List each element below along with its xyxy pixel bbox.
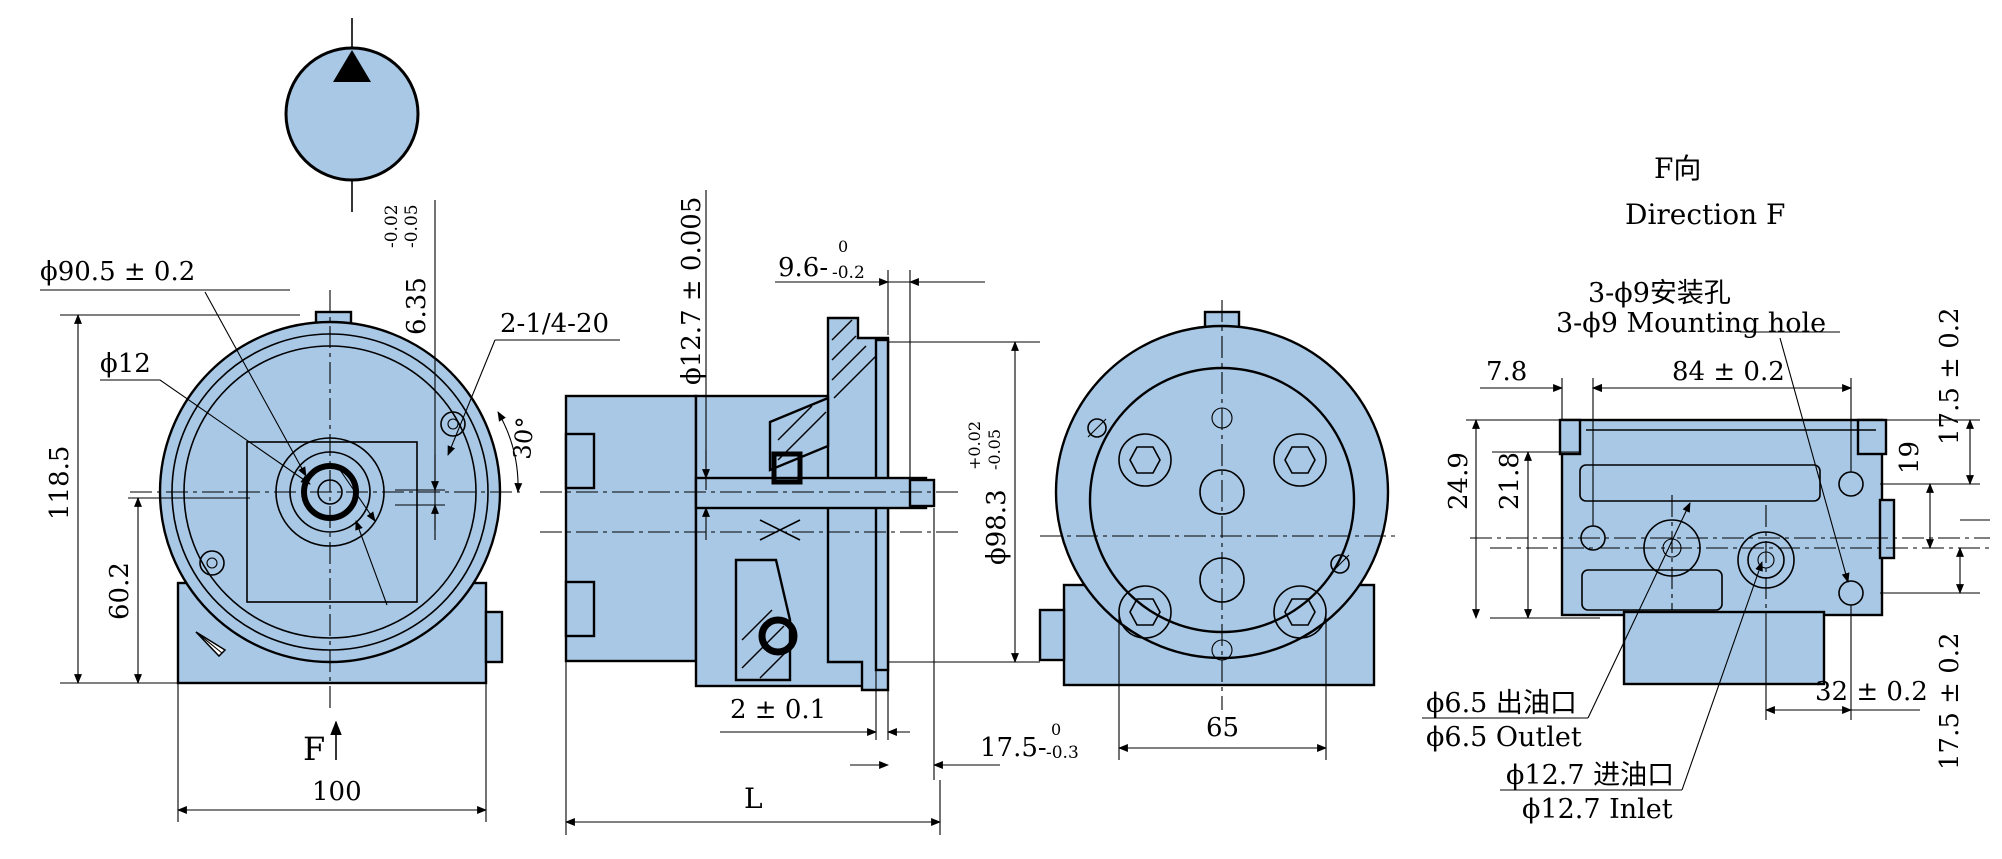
dim-thread: 2-1/4-20: [500, 309, 609, 339]
dim-width-65: 65: [1206, 713, 1239, 743]
outlet-label-en: ϕ6.5 Outlet: [1426, 722, 1582, 753]
dim-118-5: 118.5: [45, 446, 75, 520]
dim-flange-tol-lower: -0.2: [832, 263, 865, 283]
dim-7-8: 7.8: [1486, 357, 1527, 387]
dim-key-tol-lower: -0.05: [402, 204, 422, 248]
dim-flange-thickness: 9.6-: [778, 253, 828, 283]
inlet-label-en: ϕ12.7 Inlet: [1522, 794, 1673, 825]
outlet-label-cn: ϕ6.5 出油口: [1426, 688, 1577, 719]
view-f-marker: F: [303, 730, 325, 768]
hydraulic-pump-symbol: [284, 18, 420, 212]
dim-shaft-diameter: ϕ12.7 ± 0.005: [677, 197, 707, 385]
dim-60-2: 60.2: [105, 562, 135, 620]
dim-pilot-tol-lower: -0.05: [985, 429, 1004, 470]
front-view: [40, 200, 620, 822]
dim-84: 84 ± 0.2: [1672, 357, 1785, 387]
dim-angle-30: 30°: [508, 416, 540, 461]
dim-length-l: L: [744, 782, 763, 815]
mounting-hole-label-en: 3-ϕ9 Mounting hole: [1556, 308, 1826, 339]
mounting-hole-label-cn: 3-ϕ9安装孔: [1588, 278, 1731, 309]
dim-d12: ϕ12: [100, 349, 151, 379]
dim-shaft-length: 17.5-: [980, 733, 1047, 763]
f-view-title-cn: F向: [1654, 152, 1701, 185]
dim-24-9: 24.9: [1444, 452, 1474, 510]
side-view: [540, 190, 1040, 835]
dim-flange-tol-upper: 0: [838, 237, 848, 256]
dim-width-100: 100: [312, 777, 362, 807]
pump-triangle-icon: [333, 50, 371, 82]
f-view: [1422, 331, 1990, 791]
dim-shaft-length-tol-lower: -0.3: [1046, 743, 1079, 763]
inlet-label-cn: ϕ12.7 进油口: [1506, 760, 1674, 791]
dim-17-5-bottom: 17.5 ± 0.2: [1935, 632, 1965, 770]
dim-d90: ϕ90.5 ± 0.2: [40, 257, 195, 287]
f-view-title-en: Direction F: [1625, 198, 1785, 231]
dim-pilot-diameter: ϕ98.3: [982, 489, 1012, 565]
dim-key-tol-upper: -0.02: [382, 204, 402, 248]
dim-19: 19: [1895, 441, 1925, 474]
dim-step: 2 ± 0.1: [730, 695, 826, 725]
dim-17-5-top: 17.5 ± 0.2: [1935, 307, 1965, 445]
dim-21-8: 21.8: [1495, 452, 1525, 510]
dim-pilot-tol-upper: +0.02: [965, 421, 984, 470]
dim-32: 32 ± 0.2: [1815, 677, 1928, 707]
rear-view: [1038, 300, 1400, 760]
dim-key-width: 6.35: [402, 277, 432, 335]
dim-shaft-length-tol-upper: 0: [1051, 720, 1061, 739]
